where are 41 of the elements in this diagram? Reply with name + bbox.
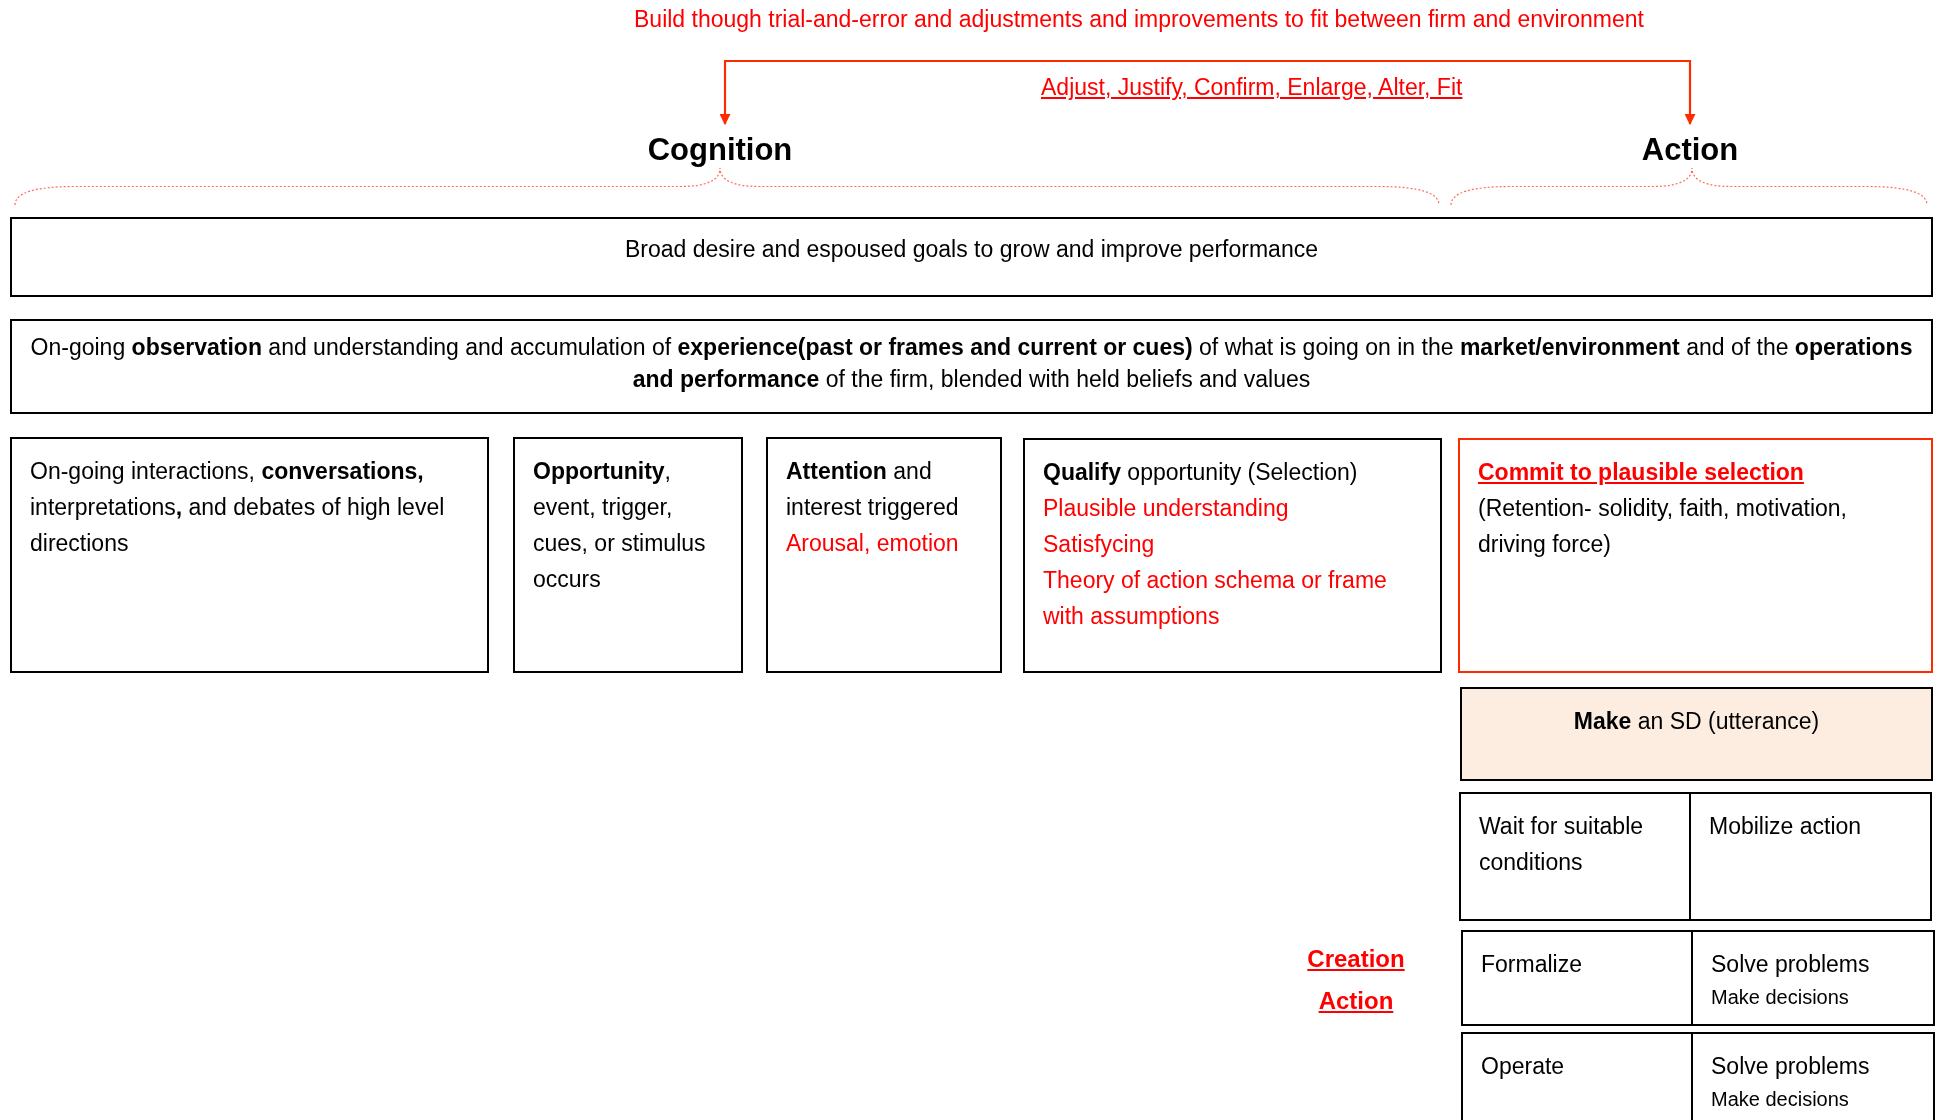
text-box bbox=[10, 217, 1933, 297]
text-box bbox=[1461, 930, 1693, 1026]
box-text: Operate bbox=[1481, 1052, 1566, 1081]
box-text: Arousal, emotion bbox=[786, 529, 960, 558]
box-text: Mobilize action bbox=[1709, 812, 1863, 841]
heading-note: Build though trial-and-error and adjustments and improvements to fit between firm and environment bbox=[634, 6, 1644, 33]
box-text: Satisfycing bbox=[1043, 530, 1156, 559]
box-text: Wait for suitable conditions bbox=[1479, 812, 1645, 877]
text-box bbox=[513, 437, 743, 673]
box-text: Plausible understanding bbox=[1043, 494, 1290, 523]
heading-label: Action bbox=[1630, 130, 1750, 170]
text-box bbox=[1691, 1032, 1935, 1120]
box-text: Make decisions bbox=[1711, 1087, 1850, 1112]
side-label: Creation Action bbox=[1306, 944, 1406, 1016]
text-box bbox=[10, 319, 1933, 414]
box-text: (Retention- solidity, faith, motivation, driving force) bbox=[1478, 494, 1848, 559]
heading-label: Cognition bbox=[640, 130, 800, 170]
text-box bbox=[1458, 438, 1933, 673]
text-box bbox=[1023, 438, 1442, 673]
box-text: Solve problems bbox=[1711, 1052, 1871, 1081]
box-text: On-going observation and understanding and accumulation of experience(past or frames and current or cues) of what is going on in the market/environment and of the operations and performance of the firm, blended with held beliefs and values bbox=[30, 333, 1913, 394]
text-box bbox=[1460, 687, 1933, 781]
bracket-arrow bbox=[719, 59, 1696, 126]
edge-label: Adjust, Justify, Confirm, Enlarge, Alter, Fit bbox=[1041, 74, 1463, 101]
text-box bbox=[10, 437, 489, 673]
box-text: Make an SD (utterance) bbox=[1572, 707, 1821, 736]
box-text: Broad desire and espoused goals to grow and improve performance bbox=[624, 235, 1319, 264]
text-box bbox=[1689, 792, 1932, 921]
box-text: Solve problems bbox=[1711, 950, 1871, 979]
box-text: Opportunity, event, trigger, cues, or stimulus occurs bbox=[533, 457, 707, 594]
box-text: Theory of action schema or frame with assumptions bbox=[1043, 566, 1388, 631]
text-box bbox=[766, 437, 1002, 673]
box-text: Attention and interest triggered bbox=[786, 457, 960, 522]
box-text: Commit to plausible selection bbox=[1478, 458, 1805, 487]
text-box bbox=[1691, 930, 1935, 1026]
box-text: On-going interactions, conversations, interpretations, and debates of high level directions bbox=[30, 457, 446, 558]
text-box bbox=[1459, 792, 1691, 921]
text-box bbox=[1461, 1032, 1693, 1120]
box-text: Qualify opportunity (Selection) bbox=[1043, 458, 1359, 487]
box-text: Make decisions bbox=[1711, 985, 1850, 1010]
box-text: Formalize bbox=[1481, 950, 1583, 979]
